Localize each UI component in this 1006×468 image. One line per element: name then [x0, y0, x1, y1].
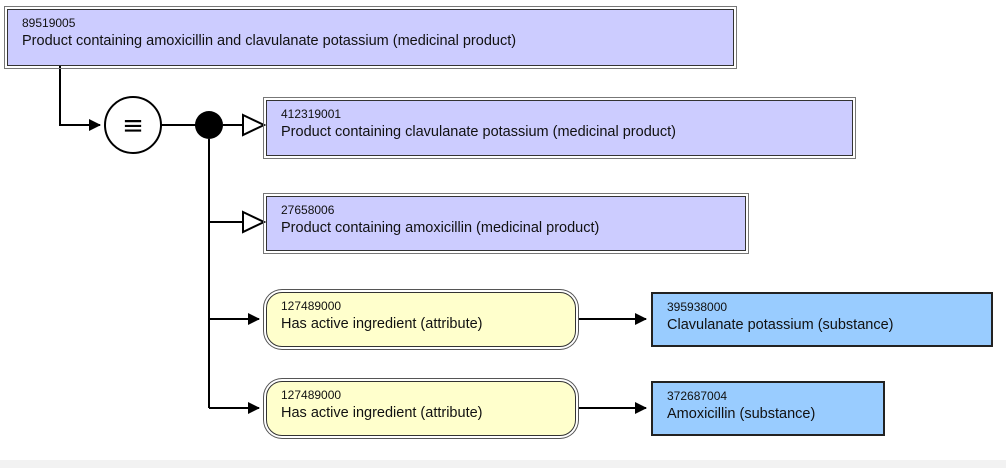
equivalence-symbol: ≡ [122, 111, 144, 141]
substance-term: Clavulanate potassium (substance) [667, 317, 894, 333]
attribute-term: Has active ingredient (attribute) [281, 316, 483, 332]
concept-id: 27658006 [281, 203, 335, 217]
root-connector [59, 66, 101, 131]
concept-id: 89519005 [22, 16, 76, 30]
substance-id: 395938000 [667, 300, 728, 314]
substance-term: Amoxicillin (substance) [667, 406, 816, 422]
isa-arrowhead-1 [242, 113, 267, 137]
root-concept-box[interactable]: 89519005 Product containing amoxicillin … [4, 6, 737, 69]
concept-id: 412319001 [281, 107, 342, 121]
attribute-term: Has active ingredient (attribute) [281, 405, 483, 421]
isa-arrowhead-2 [242, 210, 267, 234]
substance-id: 372687004 [667, 389, 728, 403]
attribute-id: 127489000 [281, 388, 342, 402]
parent-concept-box[interactable]: 412319001 Product containing clavulanate… [263, 97, 856, 159]
attribute-box[interactable]: 127489000 Has active ingredient (attribu… [266, 381, 576, 436]
concept-term: Product containing amoxicillin and clavu… [22, 33, 517, 49]
parent-concept-box[interactable]: 27658006 Product containing amoxicillin … [263, 193, 749, 254]
attribute-box[interactable]: 127489000 Has active ingredient (attribu… [266, 292, 576, 347]
concept-term: Product containing amoxicillin (medicina… [281, 220, 600, 236]
concept-term: Product containing clavulanate potassium… [281, 124, 676, 140]
attribute-id: 127489000 [281, 299, 342, 313]
conjunction-dot [195, 111, 223, 139]
substance-box[interactable]: 372687004 Amoxicillin (substance) [651, 381, 885, 436]
substance-box[interactable]: 395938000 Clavulanate potassium (substan… [651, 292, 993, 347]
bottom-strip [0, 460, 1006, 468]
